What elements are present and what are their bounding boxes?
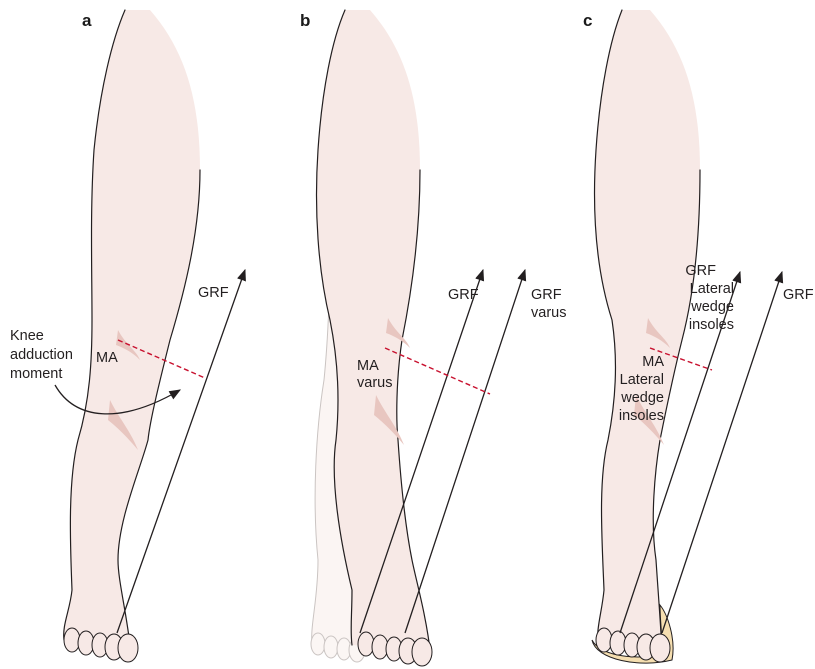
leg-a	[64, 10, 200, 662]
knee-adduction-label-3: moment	[10, 366, 62, 382]
panel-label-b: b	[300, 11, 310, 30]
grf-lateral-wedge-label-1: GRF	[685, 263, 716, 279]
grf-lateral-wedge-label-2: Lateral	[690, 281, 734, 297]
panel-label-c: c	[583, 11, 592, 30]
ma-varus-label-1: MA	[357, 358, 379, 374]
ma-lateral-wedge-label-2: Lateral	[620, 372, 664, 388]
grf-varus-label-2: varus	[531, 305, 566, 321]
grf-label-b: GRF	[448, 287, 479, 303]
ma-lateral-wedge-label-4: insoles	[619, 408, 664, 424]
grf-label-a: GRF	[198, 285, 229, 301]
ma-lateral-wedge-label-3: wedge	[620, 390, 664, 406]
panel-b: b GRF	[300, 10, 566, 666]
ma-varus-label-2: varus	[357, 375, 392, 391]
knee-adduction-label-1: Knee	[10, 328, 44, 344]
knee-adduction-label-2: adduction	[10, 347, 73, 363]
grf-varus-label-1: GRF	[531, 287, 562, 303]
panel-a: a GRF MA Knee adduction moment	[10, 10, 245, 662]
grf-lateral-wedge-label-4: insoles	[689, 317, 734, 333]
ma-lateral-wedge-label-1: MA	[642, 354, 664, 370]
grf-label-c: GRF	[783, 287, 814, 303]
moment-arm-varus-b	[385, 348, 490, 394]
leg-c	[592, 10, 700, 663]
grf-lateral-wedge-label-3: wedge	[690, 299, 734, 315]
ma-label-a: MA	[96, 350, 118, 366]
panel-label-a: a	[82, 11, 92, 30]
panel-c: c GRF GRF Lateral wedge insoles MA Later…	[583, 10, 814, 663]
